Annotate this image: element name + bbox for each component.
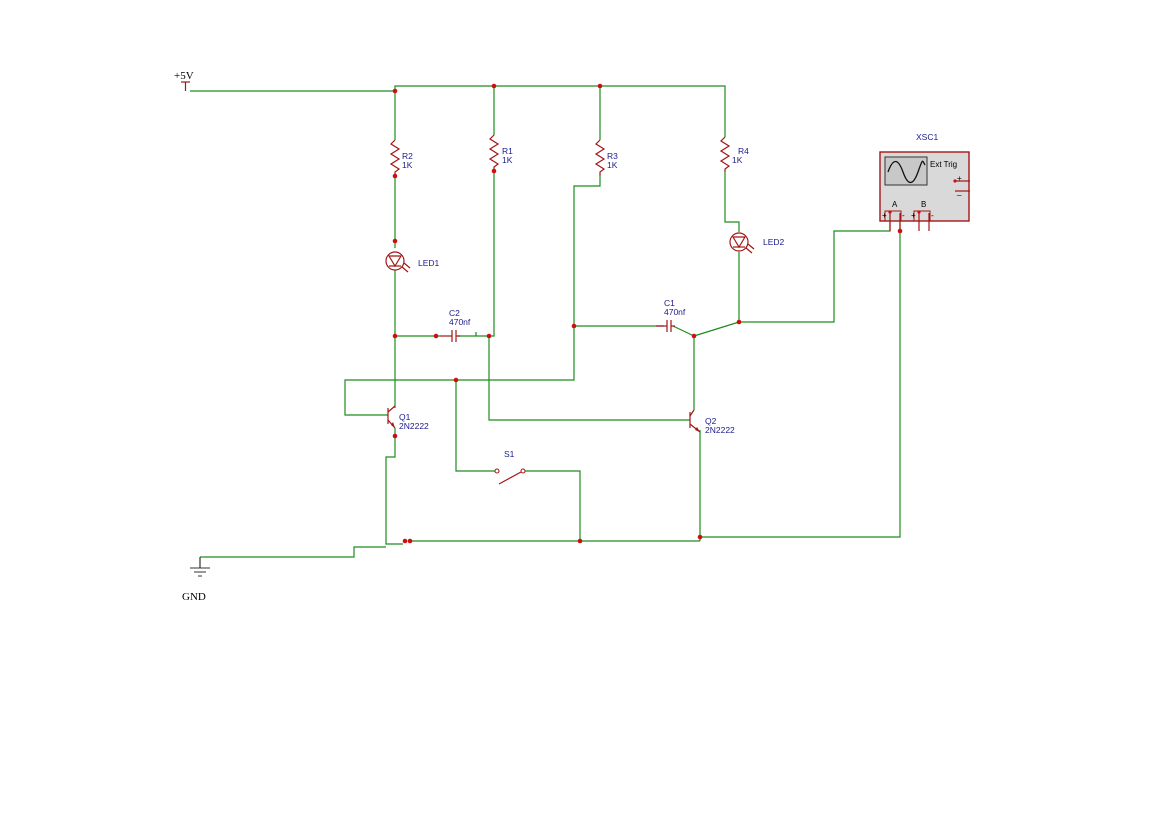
r3-ref: R3 — [607, 151, 618, 161]
junctions — [392, 83, 957, 544]
c1-value: 470nf — [664, 307, 686, 317]
led-led2[interactable]: LED2 — [729, 232, 785, 254]
wire-s1-right — [524, 470, 581, 541]
scope-plus: + — [957, 174, 962, 183]
junction — [407, 538, 413, 544]
junction — [392, 238, 398, 244]
svg-text:+: + — [882, 211, 887, 220]
junction — [571, 323, 577, 329]
vcc-symbol: +5V — [174, 70, 194, 91]
wire-led2-q2c — [693, 252, 740, 410]
wire-r3-q1base — [344, 176, 601, 416]
svg-text:-: - — [931, 211, 934, 220]
c2-value: 470nf — [449, 317, 471, 327]
q2-ref: Q2 — [705, 416, 717, 426]
r1-ref: R1 — [502, 146, 513, 156]
xsc1-ref: XSC1 — [916, 132, 938, 142]
resistor-r2[interactable]: R2 1K — [389, 139, 413, 176]
led-led1[interactable]: LED1 — [385, 251, 440, 273]
c2-ref: C2 — [449, 308, 460, 318]
junction — [392, 88, 398, 94]
vcc-label: +5V — [174, 70, 194, 82]
scope-channel-a: A — [892, 200, 898, 209]
junction — [392, 173, 398, 179]
scope-screen — [884, 156, 928, 186]
junction — [392, 333, 398, 339]
transistor-q2[interactable]: Q2 2N2222 — [689, 409, 735, 435]
junction — [953, 179, 957, 183]
junction — [491, 168, 497, 174]
scope-wave-icon — [887, 160, 926, 184]
wire-q1-emitter — [385, 428, 403, 545]
svg-text:+: + — [911, 211, 916, 220]
junction — [917, 210, 921, 214]
r3-value: 1K — [607, 160, 618, 170]
junction — [597, 83, 603, 89]
junction — [577, 538, 583, 544]
resistor-r3[interactable]: R3 1K — [594, 139, 618, 176]
r1-value: 1K — [502, 155, 513, 165]
scope-channel-b: B — [921, 200, 926, 209]
junction — [392, 433, 398, 439]
gnd-label: GND — [182, 591, 206, 603]
led1-ref: LED1 — [418, 258, 440, 268]
junction — [433, 333, 439, 339]
r2-ref: R2 — [402, 151, 413, 161]
c1-ref: C1 — [664, 298, 675, 308]
wire-s1-left — [455, 380, 496, 472]
junction — [402, 538, 408, 544]
svg-text:-: - — [902, 211, 905, 220]
capacitor-c2[interactable]: C2 470nf — [440, 308, 471, 342]
junction — [897, 228, 903, 234]
switch-s1[interactable]: S1 — [494, 449, 526, 485]
wire-r4-led2 — [724, 172, 740, 232]
scope-ext-trig: Ext Trig — [930, 160, 957, 169]
transistor-q1[interactable]: Q1 2N2222 — [387, 405, 429, 431]
junction — [491, 83, 497, 89]
junction — [453, 377, 459, 383]
wire-scope-a — [739, 222, 891, 323]
junction — [888, 210, 892, 214]
junction — [736, 319, 742, 325]
ground-symbol: GND — [182, 557, 210, 603]
wires — [190, 85, 901, 558]
wire-c1-right — [672, 325, 695, 337]
r2-value: 1K — [402, 160, 413, 170]
wire-c2-q2base — [488, 336, 690, 421]
q1-ref: Q1 — [399, 412, 411, 422]
wire-vcc-rail — [190, 85, 726, 137]
capacitor-c1[interactable]: C1 470nf — [656, 298, 686, 332]
q1-model: 2N2222 — [399, 421, 429, 431]
r4-ref: R4 — [738, 146, 749, 156]
r4-value: 1K — [732, 155, 743, 165]
wire-r1-c2 — [475, 171, 495, 337]
wire-scope-gnd — [700, 222, 901, 538]
junction — [486, 333, 492, 339]
oscilloscope-xsc1[interactable]: XSC1 Ext Trig + _ A B + - + - — [879, 132, 970, 231]
junction — [697, 534, 703, 540]
q2-model: 2N2222 — [705, 425, 735, 435]
wire-gnd-in — [200, 546, 386, 558]
led2-ref: LED2 — [763, 237, 785, 247]
resistor-r4[interactable]: R4 1K — [719, 136, 749, 172]
junction — [691, 333, 697, 339]
s1-ref: S1 — [504, 449, 515, 459]
resistor-r1[interactable]: R1 1K — [488, 134, 513, 171]
